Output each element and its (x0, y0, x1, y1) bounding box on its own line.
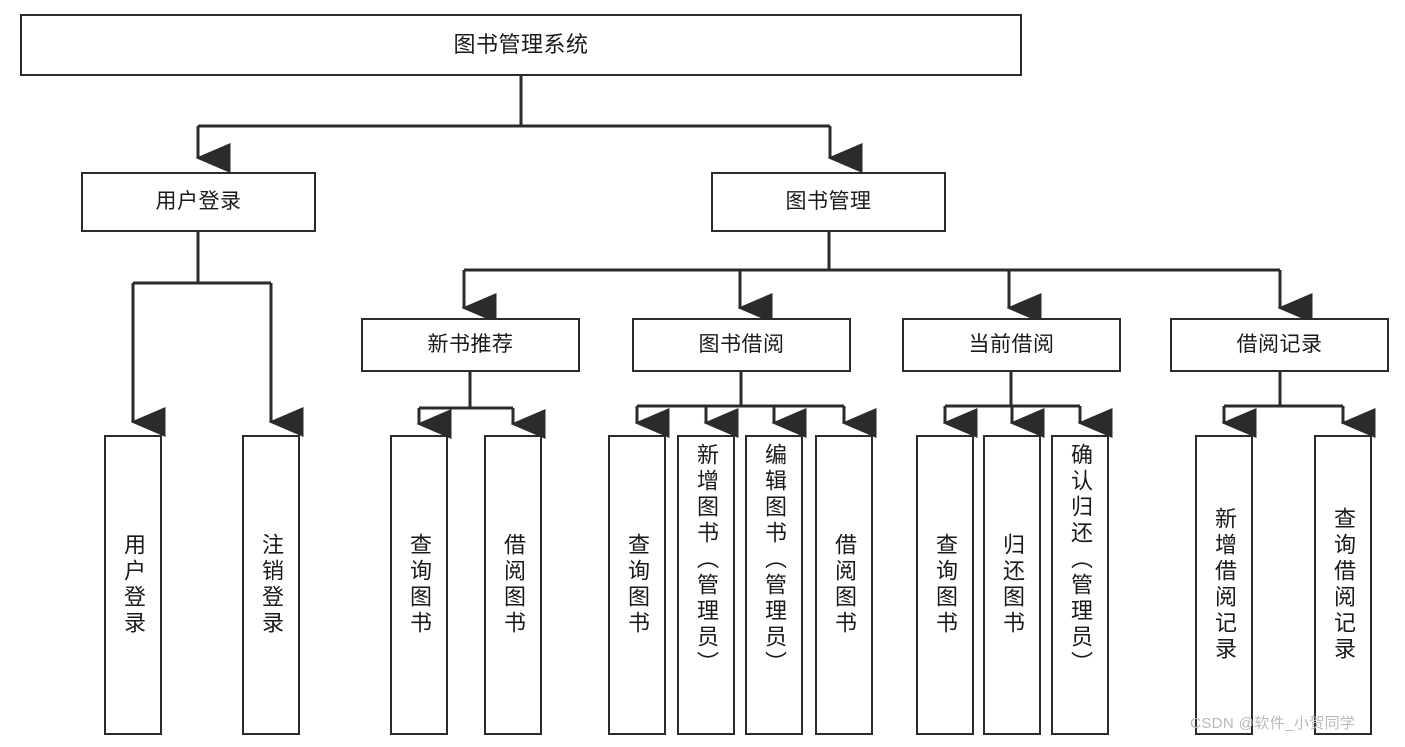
node-root-system[interactable]: 图书管理系统 (20, 14, 1022, 76)
node-label: 借阅记录 (1236, 332, 1323, 356)
node-label: 新增图书（管理员） (694, 443, 719, 677)
node-label: 用户登录 (121, 533, 146, 637)
node-label: 查询图书 (407, 533, 432, 637)
node-label: 借阅图书 (832, 533, 857, 637)
node-user-login[interactable]: 用户登录 (81, 172, 316, 232)
node-book-borrow[interactable]: 图书借阅 (632, 318, 851, 372)
watermark-text: CSDN @软件_小贺同学 (1190, 715, 1356, 732)
node-label: 注销登录 (259, 533, 284, 637)
node-label: 新增借阅记录 (1212, 507, 1237, 663)
leaf-borrow-book-1[interactable]: 借阅图书 (484, 435, 542, 735)
node-label: 查询借阅记录 (1331, 507, 1356, 663)
node-label: 图书管理系统 (453, 32, 589, 58)
leaf-return-book[interactable]: 归还图书 (983, 435, 1041, 735)
node-label: 图书管理 (785, 189, 872, 213)
node-label: 查询图书 (625, 533, 650, 637)
leaf-user-login[interactable]: 用户登录 (104, 435, 162, 735)
node-label: 编辑图书（管理员） (762, 443, 787, 677)
leaf-confirm-return[interactable]: 确认归还（管理员） (1051, 435, 1109, 735)
leaf-query-book-1[interactable]: 查询图书 (390, 435, 448, 735)
node-label: 确认归还（管理员） (1068, 443, 1093, 677)
leaf-query-book-3[interactable]: 查询图书 (916, 435, 974, 735)
node-label: 新书推荐 (427, 332, 514, 356)
node-book-manage[interactable]: 图书管理 (711, 172, 946, 232)
node-label: 归还图书 (1000, 533, 1025, 637)
node-label: 查询图书 (933, 533, 958, 637)
node-label: 借阅图书 (501, 533, 526, 637)
leaf-add-book[interactable]: 新增图书（管理员） (677, 435, 735, 735)
leaf-logout-login[interactable]: 注销登录 (242, 435, 300, 735)
leaf-add-record[interactable]: 新增借阅记录 (1195, 435, 1253, 735)
leaf-query-book-2[interactable]: 查询图书 (608, 435, 666, 735)
leaf-edit-book[interactable]: 编辑图书（管理员） (745, 435, 803, 735)
node-label: 图书借阅 (698, 332, 785, 356)
node-label: 当前借阅 (968, 332, 1055, 356)
node-borrow-record[interactable]: 借阅记录 (1170, 318, 1389, 372)
leaf-query-record[interactable]: 查询借阅记录 (1314, 435, 1372, 735)
node-new-book-recommend[interactable]: 新书推荐 (361, 318, 580, 372)
leaf-borrow-book-2[interactable]: 借阅图书 (815, 435, 873, 735)
node-current-borrow[interactable]: 当前借阅 (902, 318, 1121, 372)
node-label: 用户登录 (155, 189, 242, 213)
